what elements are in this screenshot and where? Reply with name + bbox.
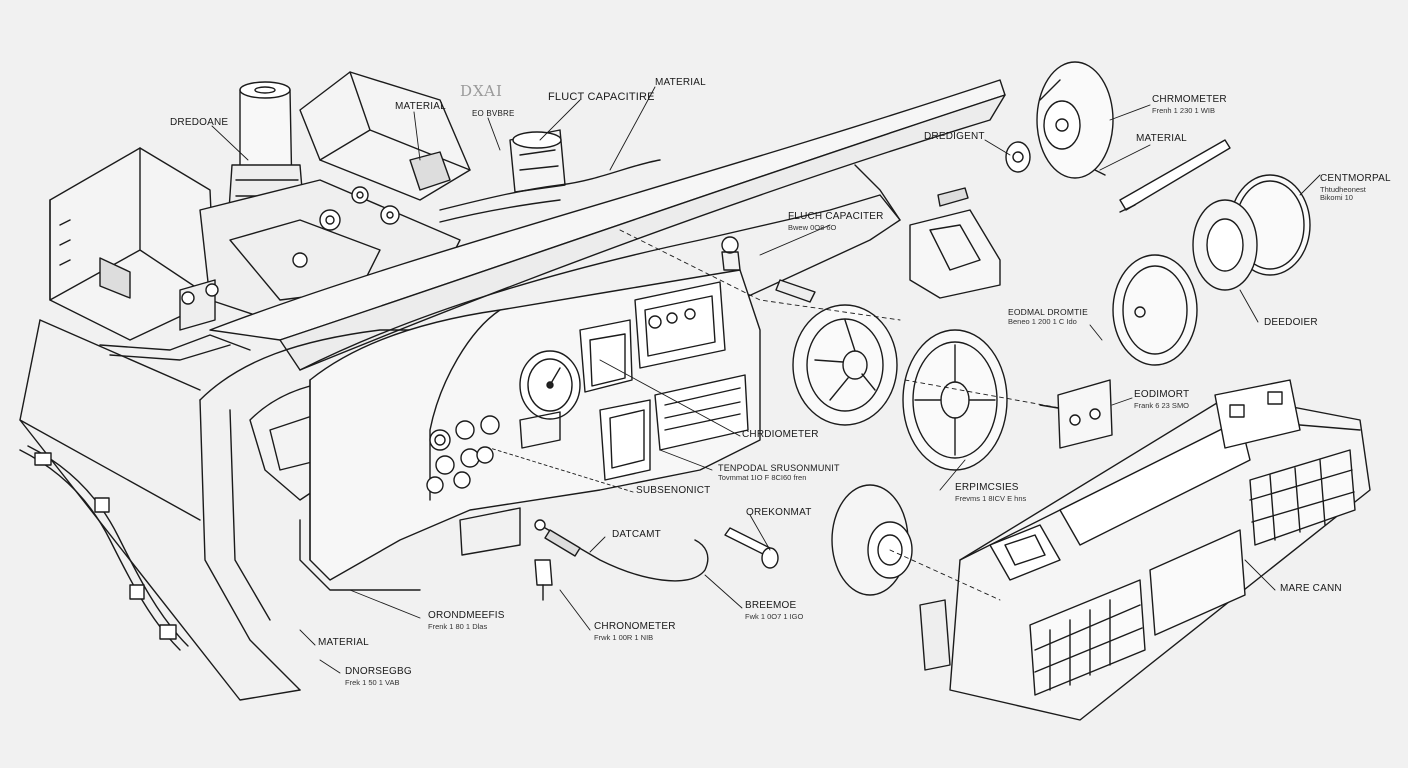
lower-panel-module bbox=[919, 379, 1371, 721]
label-material-center: MATERIAL bbox=[655, 77, 706, 89]
label-title: DATCAMT bbox=[612, 529, 661, 540]
label-sub: Frank 6 23 SMO bbox=[1134, 400, 1190, 410]
label-title: MATERIAL bbox=[655, 77, 706, 88]
label-title: MATERIAL bbox=[395, 101, 446, 112]
label-title: BREEMOE bbox=[745, 600, 797, 611]
label-eodmal: EODMAL DROMTIE Beneo 1 200 1 C Ido bbox=[1008, 308, 1088, 326]
leader-lines bbox=[211, 86, 1321, 674]
label-title: CHRMOMETER bbox=[1152, 94, 1227, 105]
label-dnorsegbg: DNORSEGBG Frek 1 50 1 VAB bbox=[345, 666, 412, 687]
label-title: EO BVBRE bbox=[472, 109, 515, 118]
wheel-rotors bbox=[792, 304, 1008, 596]
label-title: MATERIAL bbox=[1136, 133, 1187, 144]
label-fluct-capacitor: FLUCT CAPACITIRE bbox=[548, 91, 655, 104]
label-orondmeefis: ORONDMEEFIS Frenk 1 80 1 Dlas bbox=[428, 610, 505, 631]
label-material-bottom: MATERIAL bbox=[318, 637, 369, 649]
label-chronometer-bottom: CHRONOMETER Frwk 1 00R 1 NIB bbox=[594, 621, 676, 642]
label-sub: Fwk 1 0O7 1 IGO bbox=[745, 611, 804, 621]
label-sub: Beneo 1 200 1 C Ido bbox=[1008, 316, 1077, 326]
label-title: CHRDIOMETER bbox=[742, 429, 819, 440]
label-tenpodal: TENPODAL SRUSONMUNIT Tovmmat 1IO F 8CI60… bbox=[718, 463, 840, 483]
label-title: ORONDMEEFIS bbox=[428, 610, 505, 621]
label-title: DEEDOIER bbox=[1264, 317, 1318, 328]
label-title: EODMAL DROMTIE bbox=[1008, 307, 1088, 317]
label-sub: Thtudheonest bbox=[1320, 184, 1366, 194]
label-orekonmat: OREKONMAT bbox=[746, 507, 812, 519]
label-sub: Tovmmat 1IO F 8CI60 fren bbox=[718, 473, 807, 483]
label-title: EODIMORT bbox=[1134, 389, 1190, 400]
label-sub: Frevms 1 8ICV E hns bbox=[955, 493, 1027, 503]
label-dredigent: DREDIGENT bbox=[924, 131, 985, 143]
engine-assembly bbox=[49, 71, 661, 361]
label-sub: Frenh 1 230 1 WIB bbox=[1152, 105, 1215, 115]
label-erpimcsies: ERPIMCSIES Frevms 1 8ICV E hns bbox=[955, 482, 1027, 503]
label-dredoane: DREDOANE bbox=[170, 117, 229, 129]
label-sub: Frenk 1 80 1 Dlas bbox=[428, 621, 488, 631]
label-sub2: Bikomi 10 bbox=[1320, 193, 1353, 203]
label-centmorpal: CENTMORPAL Thtudheonest Bikomi 10 bbox=[1320, 173, 1391, 203]
label-sub: Frwk 1 00R 1 NIB bbox=[594, 632, 654, 642]
label-datcamt: DATCAMT bbox=[612, 529, 661, 541]
label-title: SUBSENONICT bbox=[636, 485, 711, 496]
label-title: ERPIMCSIES bbox=[955, 482, 1019, 493]
label-title: FLUCH CAPACITER bbox=[788, 211, 884, 222]
label-material-right: MATERIAL bbox=[1136, 133, 1187, 145]
label-title: MATERIAL bbox=[318, 637, 369, 648]
label-chrdiometer: CHRDIOMETER bbox=[742, 429, 819, 441]
label-chromometer-right: CHRMOMETER Frenh 1 230 1 WIB bbox=[1152, 94, 1227, 115]
label-title: DREDIGENT bbox=[924, 131, 985, 142]
watermark-text: DXAI bbox=[460, 82, 503, 100]
label-eo-bvbre: EO BVBRE bbox=[472, 109, 515, 118]
label-title: DNORSEGBG bbox=[345, 666, 412, 677]
label-mare-cann: MARE CANN bbox=[1280, 583, 1342, 595]
label-title: MARE CANN bbox=[1280, 583, 1342, 594]
label-title: CHRONOMETER bbox=[594, 621, 676, 632]
label-title: OREKONMAT bbox=[746, 507, 812, 518]
label-sub: Frek 1 50 1 VAB bbox=[345, 677, 400, 687]
label-subsenonict: SUBSENONICT bbox=[636, 485, 711, 497]
label-eodimort: EODIMORT Frank 6 23 SMO bbox=[1134, 389, 1190, 410]
label-fluch-capacitor: FLUCH CAPACITER Bwew 0O8 6O bbox=[788, 211, 884, 232]
label-title: FLUCT CAPACITIRE bbox=[548, 91, 655, 103]
label-title: DREDOANE bbox=[170, 117, 229, 128]
label-title: TENPODAL SRUSONMUNIT bbox=[718, 463, 840, 473]
cable-assembly bbox=[534, 236, 816, 601]
wiring-harness bbox=[19, 445, 189, 651]
label-sub: Bwew 0O8 6O bbox=[788, 222, 837, 232]
right-components bbox=[909, 61, 1311, 449]
label-title: CENTMORPAL bbox=[1320, 173, 1391, 184]
label-breemoe: BREEMOE Fwk 1 0O7 1 IGO bbox=[745, 600, 804, 621]
dashboard-body bbox=[19, 79, 1006, 701]
label-material-top: MATERIAL bbox=[395, 101, 446, 113]
label-deedoier: DEEDOIER bbox=[1264, 317, 1318, 329]
